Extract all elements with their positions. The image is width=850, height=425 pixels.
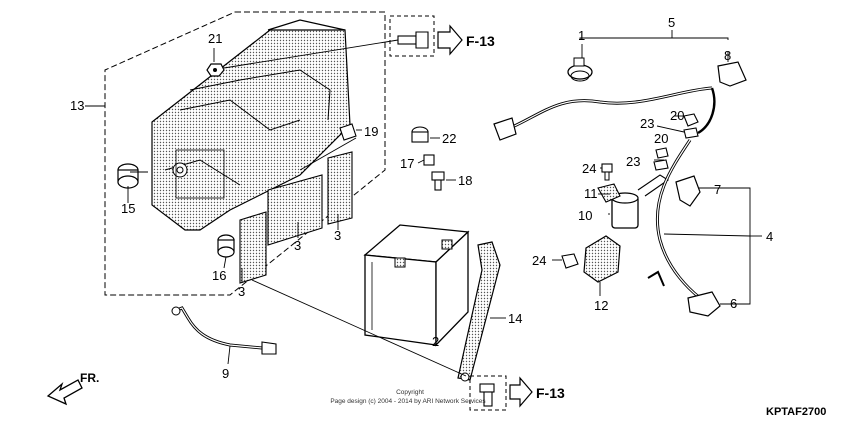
ref-label-bottom[interactable]: F-13 [536, 385, 565, 401]
callout-20-lower[interactable]: 20 [654, 131, 668, 146]
diagram-code: KPTAF2700 [766, 406, 826, 418]
front-direction-arrow: FR. [46, 371, 99, 406]
callout-17[interactable]: 17 [400, 156, 414, 171]
assembly-outline [104, 11, 386, 296]
copyright-line-2: Page design (c) 2004 - 2014 by ARI Netwo… [330, 398, 486, 405]
bolt-20-upper[interactable] [683, 113, 699, 127]
callout-20-upper[interactable]: 20 [670, 108, 684, 123]
nut-21[interactable] [206, 63, 225, 77]
ref-label-top[interactable]: F-13 [466, 33, 495, 49]
bolt-to-box-line [223, 39, 399, 69]
relay-12[interactable] [583, 235, 621, 283]
callout-22[interactable]: 22 [442, 131, 456, 146]
terminal-cover-8[interactable] [717, 61, 747, 87]
bolt-24-lower[interactable] [561, 253, 579, 269]
grommet-22[interactable] [411, 126, 429, 143]
rubber-pad-group[interactable] [239, 151, 353, 284]
band-1[interactable] [567, 57, 593, 82]
callout-6[interactable]: 6 [730, 296, 737, 311]
cover-7[interactable] [675, 175, 701, 207]
grommet-15[interactable] [117, 163, 139, 189]
callout-12[interactable]: 12 [594, 298, 608, 313]
bottom-bolt[interactable] [469, 375, 507, 411]
callout-3-right[interactable]: 3 [334, 228, 341, 243]
collar-17[interactable] [423, 154, 435, 166]
callout-1[interactable]: 1 [578, 28, 585, 43]
cover-6[interactable] [687, 291, 721, 317]
callout-10[interactable]: 10 [578, 208, 592, 223]
callout-14[interactable]: 14 [508, 311, 522, 326]
callout-16[interactable]: 16 [212, 268, 226, 283]
top-bolt[interactable] [389, 15, 435, 57]
bolt-20-lower[interactable] [655, 147, 669, 159]
pad-to-band-line [251, 279, 467, 377]
callout-4[interactable]: 4 [766, 229, 773, 244]
callout-11[interactable]: 11 [584, 186, 598, 201]
ground-cable[interactable] [171, 306, 277, 355]
callout-13[interactable]: 13 [70, 98, 84, 113]
callout-9[interactable]: 9 [222, 366, 229, 381]
callout-18[interactable]: 18 [458, 173, 472, 188]
starter-cable[interactable] [493, 86, 716, 141]
bolt-23-upper[interactable] [683, 127, 699, 139]
front-direction-label: FR. [80, 371, 99, 385]
callout-3-left[interactable]: 3 [238, 284, 245, 299]
callout-15[interactable]: 15 [121, 201, 135, 216]
callout-24-lower[interactable]: 24 [532, 253, 546, 268]
callout-19[interactable]: 19 [364, 124, 378, 139]
callout-23-lower[interactable]: 23 [626, 154, 640, 169]
callout-2[interactable]: 2 [432, 334, 439, 349]
battery[interactable] [363, 224, 470, 347]
callout-21[interactable]: 21 [208, 31, 222, 46]
ref-arrow-bottom[interactable] [509, 376, 533, 408]
bolt-24-upper[interactable] [601, 163, 613, 181]
callout-24-upper[interactable]: 24 [582, 161, 596, 176]
copyright-line-1: Copyright [396, 389, 424, 396]
callout-8[interactable]: 8 [724, 48, 731, 63]
callout-23-upper[interactable]: 23 [640, 116, 654, 131]
leader-lines [85, 30, 762, 365]
relay-11[interactable] [597, 183, 621, 203]
bolt-18[interactable] [431, 171, 445, 191]
grommet-16[interactable] [217, 234, 235, 258]
callout-5[interactable]: 5 [668, 15, 675, 30]
clip-19[interactable] [339, 123, 357, 141]
starter-relay[interactable] [611, 174, 669, 229]
battery-box[interactable] [151, 19, 351, 231]
callout-7[interactable]: 7 [714, 182, 721, 197]
harness-4[interactable] [647, 139, 701, 300]
ref-arrow-top[interactable] [437, 24, 463, 56]
bolt-23-lower[interactable] [653, 159, 669, 171]
callout-3-middle[interactable]: 3 [294, 238, 301, 253]
